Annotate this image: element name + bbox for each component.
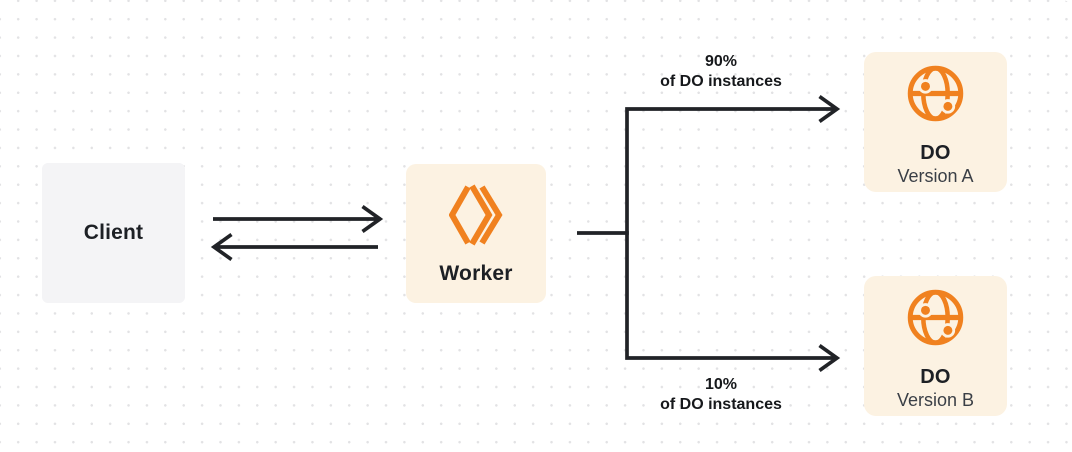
split-percent-90: 90% [704,53,738,70]
split-percent-10: 10% [704,376,738,393]
do-a-title: DO [920,142,951,164]
arrow-worker-to-client [210,232,378,262]
globe-icon [907,65,964,122]
arrow-client-to-worker [213,204,384,234]
do-version-a-node: DO Version A [864,52,1007,192]
do-a-subtitle: Version A [897,166,974,186]
client-label: Client [83,221,144,244]
split-caption-10: of DO instances [660,395,782,413]
split-caption-90: of DO instances [660,72,782,90]
do-b-subtitle: Version B [896,390,975,410]
do-b-title: DO [920,366,951,388]
client-node: Client [42,163,185,303]
worker-label: Worker [439,262,513,285]
arrowhead-to-do-b [818,343,841,373]
arrowhead-to-do-a [818,94,841,124]
do-version-b-node: DO Version B [864,276,1007,416]
cloudflare-workers-logo-icon [449,184,503,246]
split-label-90: 90% of DO instances [611,52,831,91]
split-label-10: 10% of DO instances [611,375,831,414]
globe-icon [907,289,964,346]
worker-node: Worker [406,164,546,303]
connector-split-branch [625,107,837,360]
